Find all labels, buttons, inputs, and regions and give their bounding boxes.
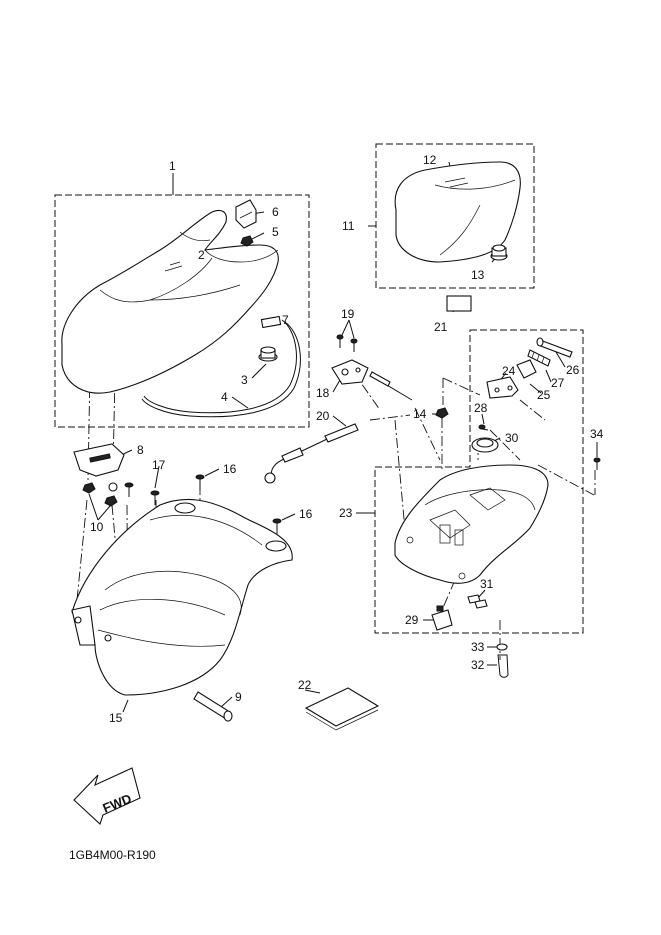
callout-22: 22 — [298, 678, 312, 692]
callout-31: 31 — [480, 577, 494, 591]
callout-30: 30 — [505, 431, 519, 445]
seat-lock-18 — [331, 359, 369, 385]
callout-6: 6 — [272, 205, 279, 219]
callout-17: 17 — [152, 458, 166, 472]
seat-assembly — [61, 209, 279, 394]
screw-28 — [478, 424, 489, 431]
callout-11: 11 — [342, 219, 355, 233]
double-seat-11 — [394, 161, 521, 263]
callout-28: 28 — [474, 401, 488, 415]
bolt-32 — [497, 654, 509, 678]
hinge-bracket-8 — [73, 443, 125, 477]
callout-10: 10 — [90, 520, 104, 534]
rear-box-group-box — [374, 329, 584, 634]
callout-34: 34 — [590, 427, 604, 441]
helmet-box-15 — [71, 498, 293, 696]
bracket-6 — [235, 199, 257, 229]
callout-7: 7 — [282, 313, 289, 327]
label-21 — [446, 295, 472, 312]
leader-lines — [88, 161, 598, 713]
callout-2: 2 — [198, 248, 205, 262]
screws-19 — [336, 334, 358, 352]
screw-34 — [593, 457, 601, 470]
nut-14 — [435, 407, 449, 419]
callout-29: 29 — [405, 613, 419, 627]
damper-3 — [258, 346, 278, 362]
bolt-16-a — [195, 474, 205, 490]
double-seat-group-box — [375, 143, 535, 289]
callout-33: 33 — [471, 640, 485, 654]
clips-31 — [467, 594, 488, 609]
callout-16-a: 16 — [223, 462, 237, 476]
callout-20: 20 — [316, 409, 330, 423]
callout-25: 25 — [537, 388, 551, 402]
callout-15: 15 — [109, 711, 123, 725]
callout-8: 8 — [137, 443, 144, 457]
diagram-code: 1GB4M00-R190 — [69, 848, 156, 862]
fwd-arrow-icon: FWD — [73, 767, 141, 825]
seat-cable-20 — [264, 371, 413, 484]
spring-27 — [527, 349, 551, 367]
callout-13: 13 — [471, 268, 485, 282]
callout-5: 5 — [272, 225, 279, 239]
nuts-10 — [82, 482, 118, 507]
damper-13 — [490, 244, 508, 261]
callout-16-b: 16 — [299, 507, 313, 521]
callout-19: 19 — [341, 307, 355, 321]
callout-21: 21 — [434, 320, 448, 334]
callout-numbers: 1 2 3 4 5 6 7 8 9 10 11 12 13 14 15 16 1… — [90, 153, 604, 725]
cable-4 — [141, 319, 301, 418]
callout-1: 1 — [169, 159, 176, 173]
callout-27: 27 — [551, 376, 565, 390]
bracket-24 — [486, 376, 519, 399]
callout-18: 18 — [316, 386, 330, 400]
seat-assembly-group-box — [54, 194, 310, 428]
callout-32: 32 — [471, 658, 485, 672]
clip-25 — [516, 359, 537, 379]
washer-33 — [496, 643, 508, 651]
callout-12: 12 — [423, 153, 437, 167]
callout-14: 14 — [413, 407, 427, 421]
bolt-16-b — [272, 518, 282, 532]
grommet-30 — [471, 437, 499, 453]
bracket-29 — [431, 605, 453, 631]
rear-box-23 — [394, 464, 549, 584]
owner-manual-22 — [304, 687, 380, 731]
callout-23: 23 — [339, 506, 353, 520]
nut-5 — [240, 235, 254, 247]
callout-24: 24 — [502, 364, 516, 378]
callout-26: 26 — [566, 363, 580, 377]
callout-9: 9 — [235, 690, 242, 704]
callout-3: 3 — [241, 373, 248, 387]
pin-9 — [193, 691, 233, 722]
cable-end-7 — [260, 315, 282, 329]
bolt-17 — [124, 482, 160, 505]
callout-4: 4 — [221, 390, 228, 404]
bolt-26 — [536, 337, 573, 358]
